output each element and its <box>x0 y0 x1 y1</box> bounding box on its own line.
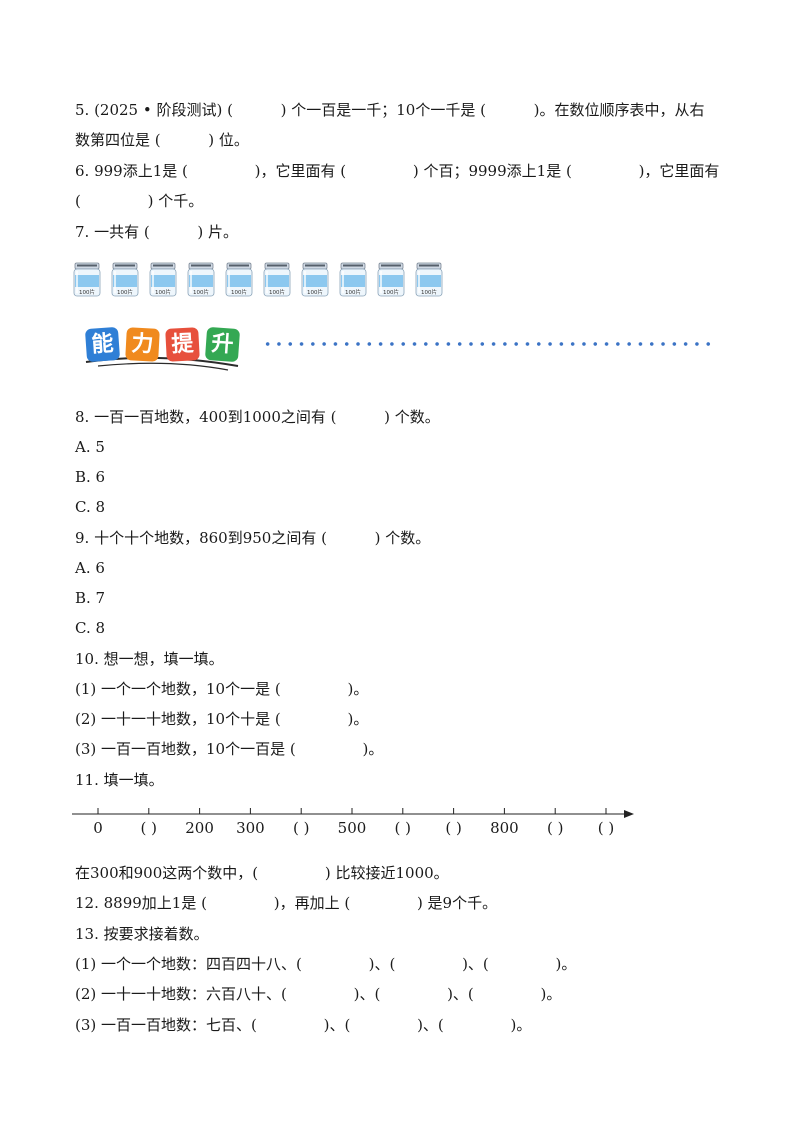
q8-option-a: A. 5 <box>75 438 105 456</box>
jar-label: 100片 <box>307 288 323 296</box>
jar-icon: 100片 <box>415 262 443 297</box>
jar-icon: 100片 <box>187 262 215 297</box>
jar-label: 100片 <box>155 288 171 296</box>
jar-icon: 100片 <box>301 262 329 297</box>
jar-label: 100片 <box>231 288 247 296</box>
q5-line-2: 数第四位是 ( ) 位。 <box>75 131 249 149</box>
banner-tile: 力 <box>125 327 160 362</box>
q11-text: 11. 填一填。 <box>75 771 164 789</box>
number-line-label: ( ) <box>445 819 461 837</box>
q9-option-c: C. 8 <box>75 619 106 637</box>
q13-part-1: (1) 一个一个地数：四百四十八、( )、( )、( )。 <box>75 955 577 973</box>
number-line-label: ( ) <box>293 819 309 837</box>
number-line-label: ( ) <box>395 819 411 837</box>
jar-row: 100片 100片 100片 100片 100片 100片 100片 100片 100片 100片 <box>72 262 444 298</box>
q13-text: 13. 按要求接着数。 <box>75 925 209 943</box>
number-line-label: ( ) <box>547 819 563 837</box>
jar-label: 100片 <box>383 288 399 296</box>
jar-label: 100片 <box>79 288 95 296</box>
q6-line-2: ( ) 个千。 <box>75 192 204 210</box>
jar-icon: 100片 <box>111 262 139 297</box>
q5-line-1: 5. (2025 • 阶段测试) ( ) 个一百是一千；10个一千是 ( )。在… <box>75 101 705 119</box>
q8-option-c: C. 8 <box>75 498 106 516</box>
number-line-label: ( ) <box>141 819 157 837</box>
number-line-label: 300 <box>236 819 265 837</box>
jar-icon: 100片 <box>263 262 291 297</box>
jar-icon: 100片 <box>225 262 253 297</box>
q6-line-1: 6. 999添上1是 ( )，它里面有 ( ) 个百；9999添上1是 ( )，… <box>75 162 720 180</box>
number-line: 0 ( ) 200 300 ( ) 500 ( ) ( ) 800 ( ) ( ) <box>72 808 634 837</box>
q13-part-2: (2) 一十一十地数：六百八十、( )、( )、( )。 <box>75 985 562 1003</box>
number-line-label: 200 <box>185 819 214 837</box>
q9-text: 9. 十个十个地数，860到950之间有 ( ) 个数。 <box>75 529 431 547</box>
q10-part-1: (1) 一个一个地数，10个一是 ( )。 <box>75 680 369 698</box>
jar-label: 100片 <box>345 288 361 296</box>
q10-part-3: (3) 一百一百地数，10个一百是 ( )。 <box>75 740 384 758</box>
jar-icon: 100片 <box>377 262 405 297</box>
q10-text: 10. 想一想，填一填。 <box>75 650 224 668</box>
jar-label: 100片 <box>269 288 285 296</box>
number-line-label: 500 <box>338 819 367 837</box>
number-line-label: 800 <box>490 819 519 837</box>
q7-text: 7. 一共有 ( ) 片。 <box>75 223 239 241</box>
q12-text: 12. 8899加上1是 ( )，再加上 ( ) 是9个千。 <box>75 894 498 912</box>
jar-icon: 100片 <box>339 262 367 297</box>
number-line-label: 0 <box>93 819 103 837</box>
ability-banner: 能力提升 <box>78 322 258 372</box>
q9-option-a: A. 6 <box>75 559 105 577</box>
jar-icon: 100片 <box>73 262 101 297</box>
banner-tile: 升 <box>204 326 241 363</box>
q8-text: 8. 一百一百地数，400到1000之间有 ( ) 个数。 <box>75 408 440 426</box>
dotted-divider <box>262 341 714 347</box>
q13-part-3: (3) 一百一百地数：七百、( )、( )、( )。 <box>75 1016 532 1034</box>
banner-tile: 提 <box>165 327 200 362</box>
jar-icon: 100片 <box>149 262 177 297</box>
jar-label: 100片 <box>193 288 209 296</box>
q10-part-2: (2) 一十一十地数，10个十是 ( )。 <box>75 710 369 728</box>
jar-label: 100片 <box>117 288 133 296</box>
arrow-icon <box>624 810 634 818</box>
banner-tile: 能 <box>84 326 121 363</box>
q9-option-b: B. 7 <box>75 589 106 607</box>
jar-label: 100片 <box>421 288 437 296</box>
q8-option-b: B. 6 <box>75 468 106 486</box>
number-line-label: ( ) <box>598 819 614 837</box>
q11-after-text: 在300和900这两个数中，( ) 比较接近1000。 <box>75 864 449 882</box>
